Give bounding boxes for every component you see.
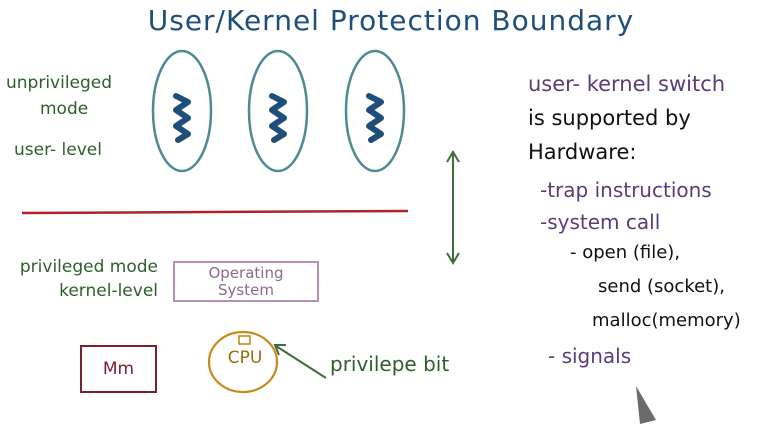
kernel-level-text: kernel-level	[59, 281, 158, 301]
pointer-arrow-icon	[273, 344, 327, 379]
os-label-line2: System	[218, 281, 274, 299]
sub-item-send: send (socket),	[598, 276, 725, 297]
notes-heading: user- kernel switch	[528, 72, 726, 96]
thread-icon	[269, 93, 287, 143]
notes-line2: is supported by	[528, 106, 691, 130]
privilege-bit-label: privilepe bit	[330, 352, 450, 376]
cpu-circle	[207, 330, 279, 394]
memory-box: Mm	[80, 345, 157, 393]
bullet-system-call: -system call	[540, 210, 661, 234]
privileged-mode-label: privileged mode kernel-level	[10, 255, 158, 303]
privileged-mode-text: privileged mode	[19, 257, 158, 277]
thread-icon	[366, 93, 384, 143]
unprivileged-mode-label: unprivileged mode	[6, 70, 112, 122]
privilege-bit-box	[238, 335, 251, 345]
sub-item-open: - open (file),	[570, 242, 681, 263]
unprivileged-label-line2: mode	[40, 99, 89, 119]
diagram-title: User/Kernel Protection Boundary	[147, 4, 635, 37]
notes-line3: Hardware:	[528, 140, 637, 164]
process-oval-3	[344, 49, 406, 173]
system-call-examples: - open (file), send (socket), malloc(mem…	[570, 236, 741, 338]
user-level-label: user- level	[14, 140, 102, 160]
thread-icon	[173, 93, 191, 143]
operating-system-box: Operating System	[173, 261, 319, 302]
process-oval-1	[151, 49, 213, 173]
process-oval-2	[247, 49, 309, 173]
double-arrow-icon	[446, 150, 460, 265]
sub-item-malloc: malloc(memory)	[592, 310, 741, 331]
protection-boundary-line	[21, 209, 409, 215]
bullet-trap: -trap instructions	[540, 178, 712, 202]
unprivileged-label-line1: unprivileged	[6, 73, 113, 93]
bullet-signals: - signals	[548, 344, 632, 368]
pen-cursor-icon	[636, 386, 656, 424]
notes-bullets: -trap instructions -system call	[540, 174, 712, 238]
os-label-line1: Operating	[208, 264, 284, 282]
cpu-label: CPU	[227, 348, 263, 368]
